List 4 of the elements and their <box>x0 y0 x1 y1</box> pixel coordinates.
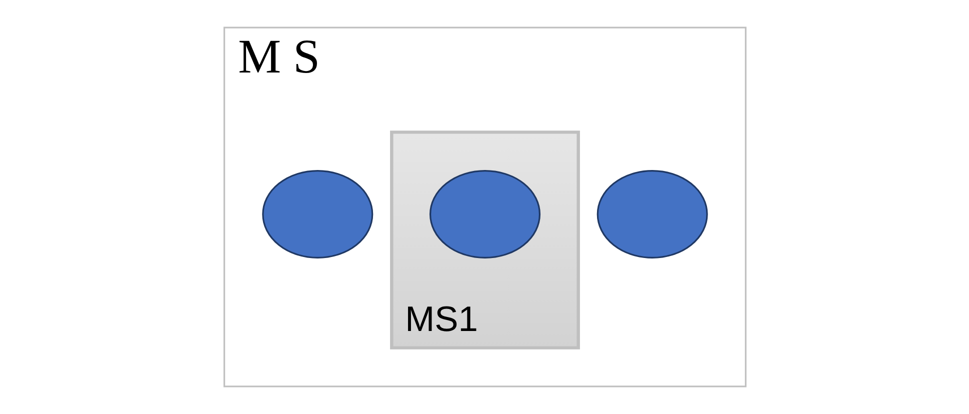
node-circle <box>262 170 373 258</box>
node-circle <box>428 170 540 258</box>
cluster: MS1 <box>390 130 580 350</box>
node-circle <box>596 170 708 258</box>
